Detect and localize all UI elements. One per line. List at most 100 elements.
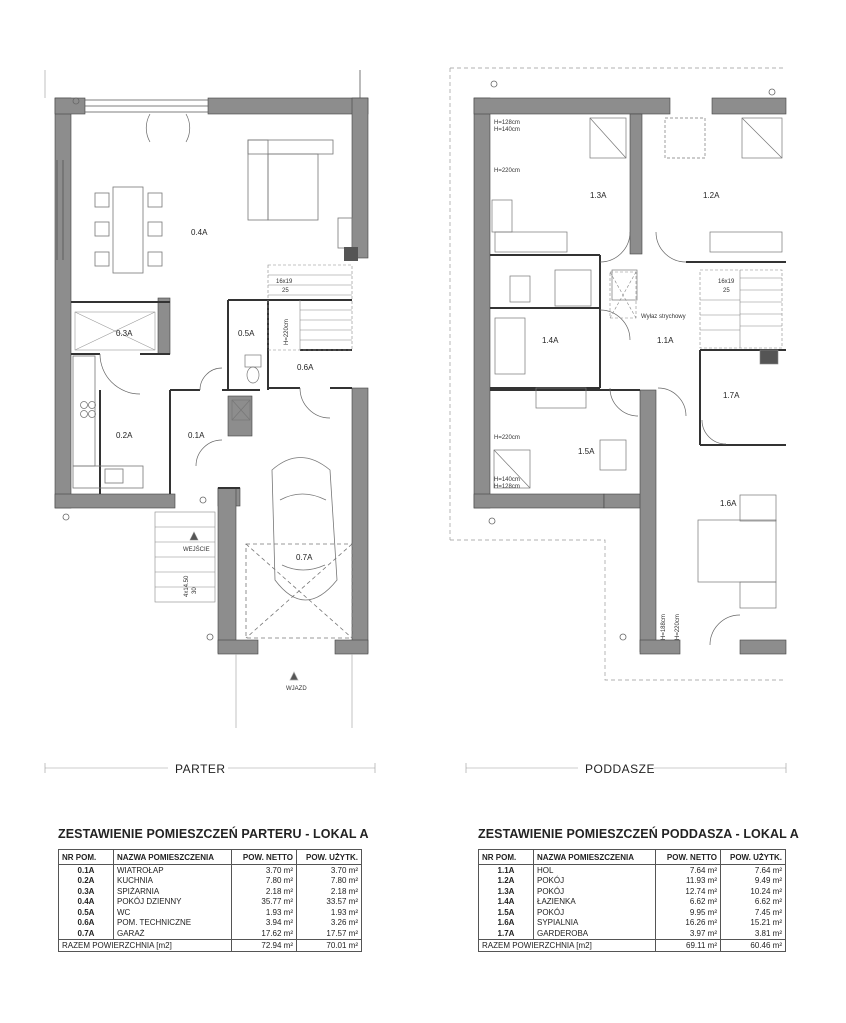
table-header-row: NR POM. NAZWA POMIESZCZENIA POW. NETTO P… <box>58 849 362 865</box>
total-uzytk: 60.46 m² <box>720 938 786 952</box>
table-header-row: NR POM. NAZWA POMIESZCZENIA POW. NETTO P… <box>478 849 786 865</box>
wc-toilet <box>231 354 262 421</box>
room-number: 0.4A <box>58 896 114 907</box>
living-room-sofa <box>247 139 334 221</box>
room-name: GARAŻ <box>113 928 232 940</box>
total-uzytk: 70.01 m² <box>296 938 362 952</box>
total-netto: 69.11 m² <box>655 938 721 952</box>
area-uzytk: 3.81 m² <box>720 928 786 940</box>
driveway-label: WJAZD <box>286 686 307 692</box>
area-uzytk: 10.24 m² <box>720 886 786 897</box>
room-name: POKÓJ <box>533 907 656 918</box>
room-name: WIATROŁAP <box>113 864 232 876</box>
entrance-steps-label: 4x14.50 <box>184 575 190 597</box>
ground-floor-title: PARTER <box>175 762 226 776</box>
room-name: POKÓJ DZIENNY <box>113 896 232 907</box>
attic-rooms-summary: ZESTAWIENIE POMIESZCZEŃ PODDASZA - LOKAL… <box>478 827 799 952</box>
ground-height-note: H=220cm <box>284 319 290 345</box>
room-label-0-1A: 0.1A <box>188 431 205 440</box>
attic-stair-tread: 25 <box>723 288 730 294</box>
area-uzytk: 33.57 m² <box>296 896 362 907</box>
attic-hatch-label: Wyłaz strychowy <box>641 314 686 320</box>
room-number: 0.1A <box>58 864 114 876</box>
area-uzytk: 15.21 m² <box>720 917 786 928</box>
height-note-4: H=220cm <box>494 435 520 441</box>
attic-furniture <box>491 117 783 609</box>
total-label: RAZEM POWIERZCHNIA [m2] <box>478 938 656 952</box>
room-number: 1.5A <box>478 907 534 918</box>
floor-plans-drawing: 0.4A 0.3A 0.5A 0.6A 0.2A 0.1A 0.7A 16x19… <box>44 67 787 776</box>
room-name: POKÓJ <box>533 875 656 886</box>
room-number: 1.3A <box>478 886 534 897</box>
room-name: POM. TECHNICZNE <box>113 917 232 928</box>
area-netto: 7.80 m² <box>231 875 297 886</box>
room-number: 0.6A <box>58 917 114 928</box>
ground-stair-tread: 25 <box>282 288 289 294</box>
attic-title-bg <box>578 760 654 776</box>
attic-doors <box>599 231 741 646</box>
attic-outer-walls <box>473 97 787 655</box>
entrance-depth-label: 30 <box>192 587 198 594</box>
kitchen-counter <box>72 355 144 489</box>
driveway <box>235 654 353 728</box>
height-note-5: H=140cm <box>494 477 520 483</box>
room-label-1-3A: 1.3A <box>590 191 607 200</box>
height-note-3: H=220cm <box>494 168 520 174</box>
room-name: ŁAZIENKA <box>533 896 656 907</box>
height-note-2: H=140cm <box>494 127 520 133</box>
col-header: NR POM. <box>58 849 114 865</box>
area-uzytk: 7.64 m² <box>720 864 786 876</box>
col-header: POW. NETTO <box>655 849 721 865</box>
attic-title: PODDASZE <box>585 762 655 776</box>
area-uzytk: 7.80 m² <box>296 875 362 886</box>
room-name: SPIŻARNIA <box>113 886 232 897</box>
room-number: 0.7A <box>58 928 114 940</box>
area-netto: 3.97 m² <box>655 928 721 940</box>
area-netto: 17.62 m² <box>231 928 297 940</box>
ground-table-title: ZESTAWIENIE POMIESZCZEŃ PARTERU - LOKAL … <box>58 827 369 841</box>
total-netto: 72.94 m² <box>231 938 297 952</box>
attic-roof-outline <box>449 67 785 681</box>
pantry-shelf <box>74 311 156 351</box>
attic-rooms-table: NR POM. NAZWA POMIESZCZENIA POW. NETTO P… <box>478 849 786 952</box>
room-label-0-4A: 0.4A <box>191 228 208 237</box>
room-number: 1.6A <box>478 917 534 928</box>
area-uzytk: 6.62 m² <box>720 896 786 907</box>
area-netto: 2.18 m² <box>231 886 297 897</box>
ground-rooms-summary: ZESTAWIENIE POMIESZCZEŃ PARTERU - LOKAL … <box>58 827 369 952</box>
room-number: 0.5A <box>58 907 114 918</box>
room-number: 0.3A <box>58 886 114 897</box>
area-netto: 35.77 m² <box>231 896 297 907</box>
dining-table <box>94 186 163 274</box>
area-netto: 12.74 m² <box>655 886 721 897</box>
area-uzytk: 17.57 m² <box>296 928 362 940</box>
col-header: POW. UŻYTK. <box>720 849 786 865</box>
room-label-1-4A: 1.4A <box>542 336 559 345</box>
total-label: RAZEM POWIERZCHNIA [m2] <box>58 938 232 952</box>
col-header: NAZWA POMIESZCZENIA <box>113 849 232 865</box>
area-netto: 3.94 m² <box>231 917 297 928</box>
col-header: NAZWA POMIESZCZENIA <box>533 849 656 865</box>
ground-windows <box>56 70 361 260</box>
room-number: 1.1A <box>478 864 534 876</box>
room-label-0-5A: 0.5A <box>238 329 255 338</box>
height-note-6: H=128cm <box>494 484 520 490</box>
garage-car <box>245 457 353 639</box>
area-uzytk: 7.45 m² <box>720 907 786 918</box>
room-name: WC <box>113 907 232 918</box>
area-uzytk: 2.18 m² <box>296 886 362 897</box>
area-uzytk: 9.49 m² <box>720 875 786 886</box>
attic-stairs <box>699 269 783 365</box>
